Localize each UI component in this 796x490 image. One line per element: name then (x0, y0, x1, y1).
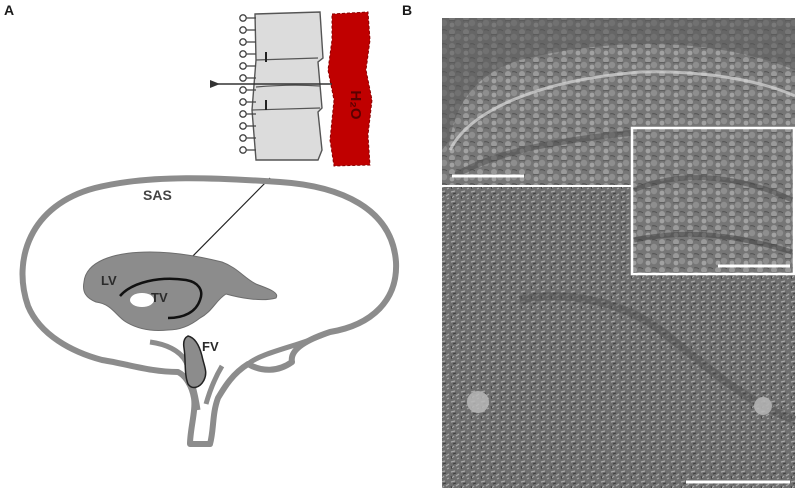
choroid-plexus-line (119, 277, 203, 320)
sem-inset-image (630, 126, 796, 276)
panel-b-letter: B (402, 2, 413, 18)
fv-label: FV (202, 339, 219, 354)
choroid-epithelium (239, 11, 324, 161)
brain-outline (19, 175, 400, 447)
sas-label: SAS (143, 187, 172, 203)
blood-vessel (327, 11, 373, 167)
water-label: H₂O (347, 90, 364, 119)
tv-label: TV (151, 290, 168, 305)
fourth-ventricle (182, 335, 207, 389)
lateral-ventricle (83, 251, 278, 331)
panel-a-letter: A (4, 2, 15, 18)
third-ventricle (130, 293, 154, 307)
connector-line (182, 177, 271, 267)
sem-micrograph (442, 18, 796, 488)
cerebellum-outline (246, 329, 332, 367)
lv-label: LV (101, 273, 117, 288)
